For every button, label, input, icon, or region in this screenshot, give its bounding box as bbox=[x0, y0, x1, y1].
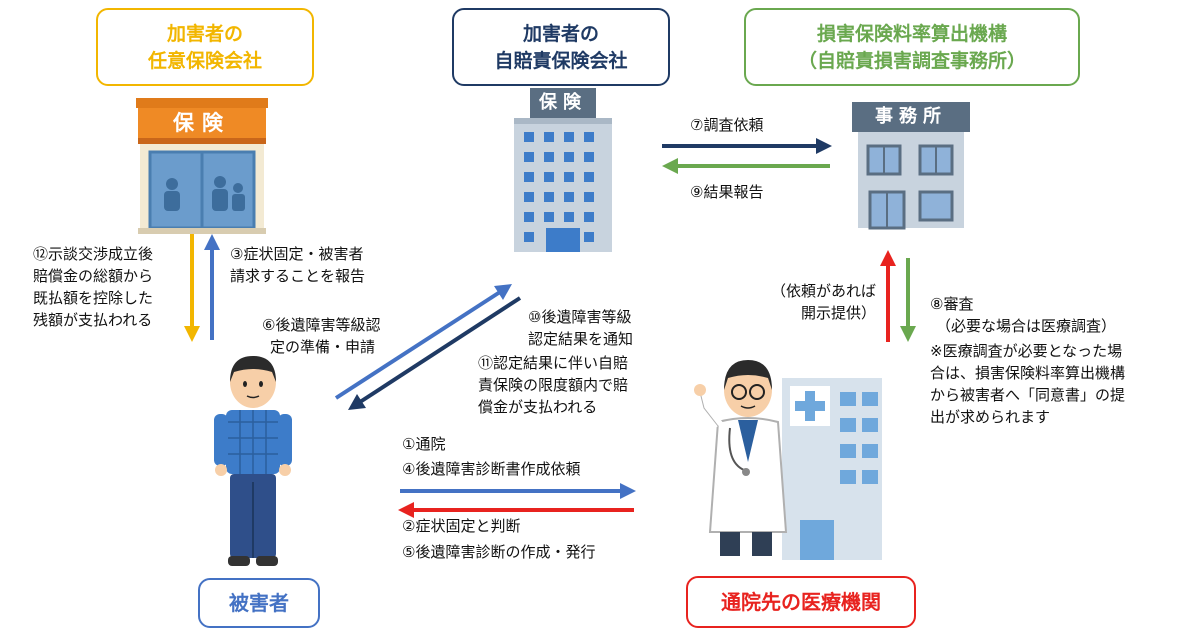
victim-box: 被害者 bbox=[198, 578, 320, 628]
note-line: ※医療調査が必要となった場 bbox=[930, 342, 1123, 360]
note-line: 合は、損害保険料率算出機構 bbox=[930, 364, 1126, 382]
note-line: 出が求められます bbox=[930, 408, 1051, 426]
step4-label: ④後遺障害診断書作成依頼 bbox=[402, 460, 581, 478]
hospital-box: 通院先の医療機関 bbox=[686, 576, 916, 628]
step8-line: ⑧審査 bbox=[930, 295, 974, 313]
step11-text: ⑪認定結果に伴い自賠 責保険の限度額内で賠 償金が支払われる bbox=[478, 352, 628, 418]
step8-line: （必要な場合は医療調査） bbox=[936, 317, 1117, 335]
arrow-investigation-request bbox=[662, 138, 832, 154]
arrow-report-to-insurer bbox=[204, 234, 220, 340]
step6-line: 定の準備・申請 bbox=[270, 338, 376, 356]
insurance-tower-illustration: 保険 bbox=[506, 86, 620, 254]
voluntary-insurer-line1: 加害者の bbox=[166, 23, 243, 45]
shop-sign: 保険 bbox=[173, 111, 231, 135]
step3-line: 請求することを報告 bbox=[230, 267, 366, 285]
disclosure-line: （依頼があれば bbox=[770, 282, 876, 300]
arrow-review bbox=[900, 258, 916, 342]
note-line: から被害者へ「同意書」の提 bbox=[930, 386, 1126, 404]
step12-line: 残額が支払われる bbox=[33, 311, 153, 329]
step12-line: 既払額を控除した bbox=[33, 289, 154, 307]
arrow-visit-request bbox=[400, 483, 636, 499]
step12-text: ⑫示談交渉成立後 賠償金の総額から 既払額を控除した 残額が支払われる bbox=[33, 243, 153, 331]
victim-label: 被害者 bbox=[229, 591, 289, 615]
arrow-certification-notice bbox=[348, 296, 522, 410]
arrow-application bbox=[334, 284, 512, 400]
step10-text: ⑩後遺障害等級 認定結果を通知 bbox=[528, 306, 633, 350]
compulsory-insurer-box: 加害者の 自賠責保険会社 bbox=[452, 8, 670, 86]
arrow-settlement-payment bbox=[184, 234, 200, 342]
insurance-shop-illustration: 保険 bbox=[132, 96, 272, 236]
arrow-diagnosis-issue bbox=[398, 502, 634, 518]
rating-org-box: 損害保険料率算出機構 （自賠責損害調査事務所） bbox=[744, 8, 1080, 86]
rating-org-line1: 損害保険料率算出機構 bbox=[816, 23, 1007, 45]
disclosure-line: 開示提供） bbox=[800, 304, 876, 322]
step8-text: ⑧審査 （必要な場合は医療調査） bbox=[930, 293, 1116, 337]
tower-sign: 保険 bbox=[539, 92, 587, 113]
hospital-label: 通院先の医療機関 bbox=[721, 590, 881, 614]
arrow-disclosure bbox=[880, 250, 896, 342]
step3-text: ③症状固定・被害者 請求することを報告 bbox=[230, 243, 365, 287]
office-building-illustration: 事務所 bbox=[850, 100, 972, 230]
step9-label: ⑨結果報告 bbox=[690, 183, 764, 201]
step7-label: ⑦調査依頼 bbox=[690, 116, 764, 134]
rating-org-line2: （自賠責損害調査事務所） bbox=[797, 50, 1026, 72]
step12-line: 賠償金の総額から bbox=[33, 267, 154, 285]
voluntary-insurer-box: 加害者の 任意保険会社 bbox=[96, 8, 314, 86]
victim-illustration bbox=[212, 352, 294, 570]
step6-text: ⑥後遺障害等級認 定の準備・申請 bbox=[262, 314, 380, 358]
compulsory-insurer-line2: 自賠責保険会社 bbox=[494, 50, 628, 72]
hospital-illustration bbox=[690, 352, 890, 562]
step11-line: 償金が支払われる bbox=[478, 398, 598, 416]
voluntary-insurer-line2: 任意保険会社 bbox=[147, 50, 262, 72]
step10-line: ⑩後遺障害等級 bbox=[528, 308, 632, 326]
arrow-result-report bbox=[662, 158, 830, 174]
step11-line: ⑪認定結果に伴い自賠 bbox=[478, 354, 629, 372]
disclosure-text: （依頼があれば 開示提供） bbox=[742, 280, 876, 324]
step1-label: ①通院 bbox=[402, 435, 446, 453]
step6-line: ⑥後遺障害等級認 bbox=[262, 316, 381, 334]
step2-label: ②症状固定と判断 bbox=[402, 517, 521, 535]
step5-label: ⑤後遺障害診断の作成・発行 bbox=[402, 543, 596, 561]
office-sign: 事務所 bbox=[875, 106, 947, 127]
step3-line: ③症状固定・被害者 bbox=[230, 245, 364, 263]
medical-investigation-note: ※医療調査が必要となった場 合は、損害保険料率算出機構 から被害者へ「同意書」の… bbox=[930, 340, 1125, 428]
compulsory-insurer-line1: 加害者の bbox=[522, 23, 599, 45]
step10-line: 認定結果を通知 bbox=[528, 330, 634, 348]
step12-line: ⑫示談交渉成立後 bbox=[33, 245, 154, 263]
step11-line: 責保険の限度額内で賠 bbox=[478, 376, 629, 394]
